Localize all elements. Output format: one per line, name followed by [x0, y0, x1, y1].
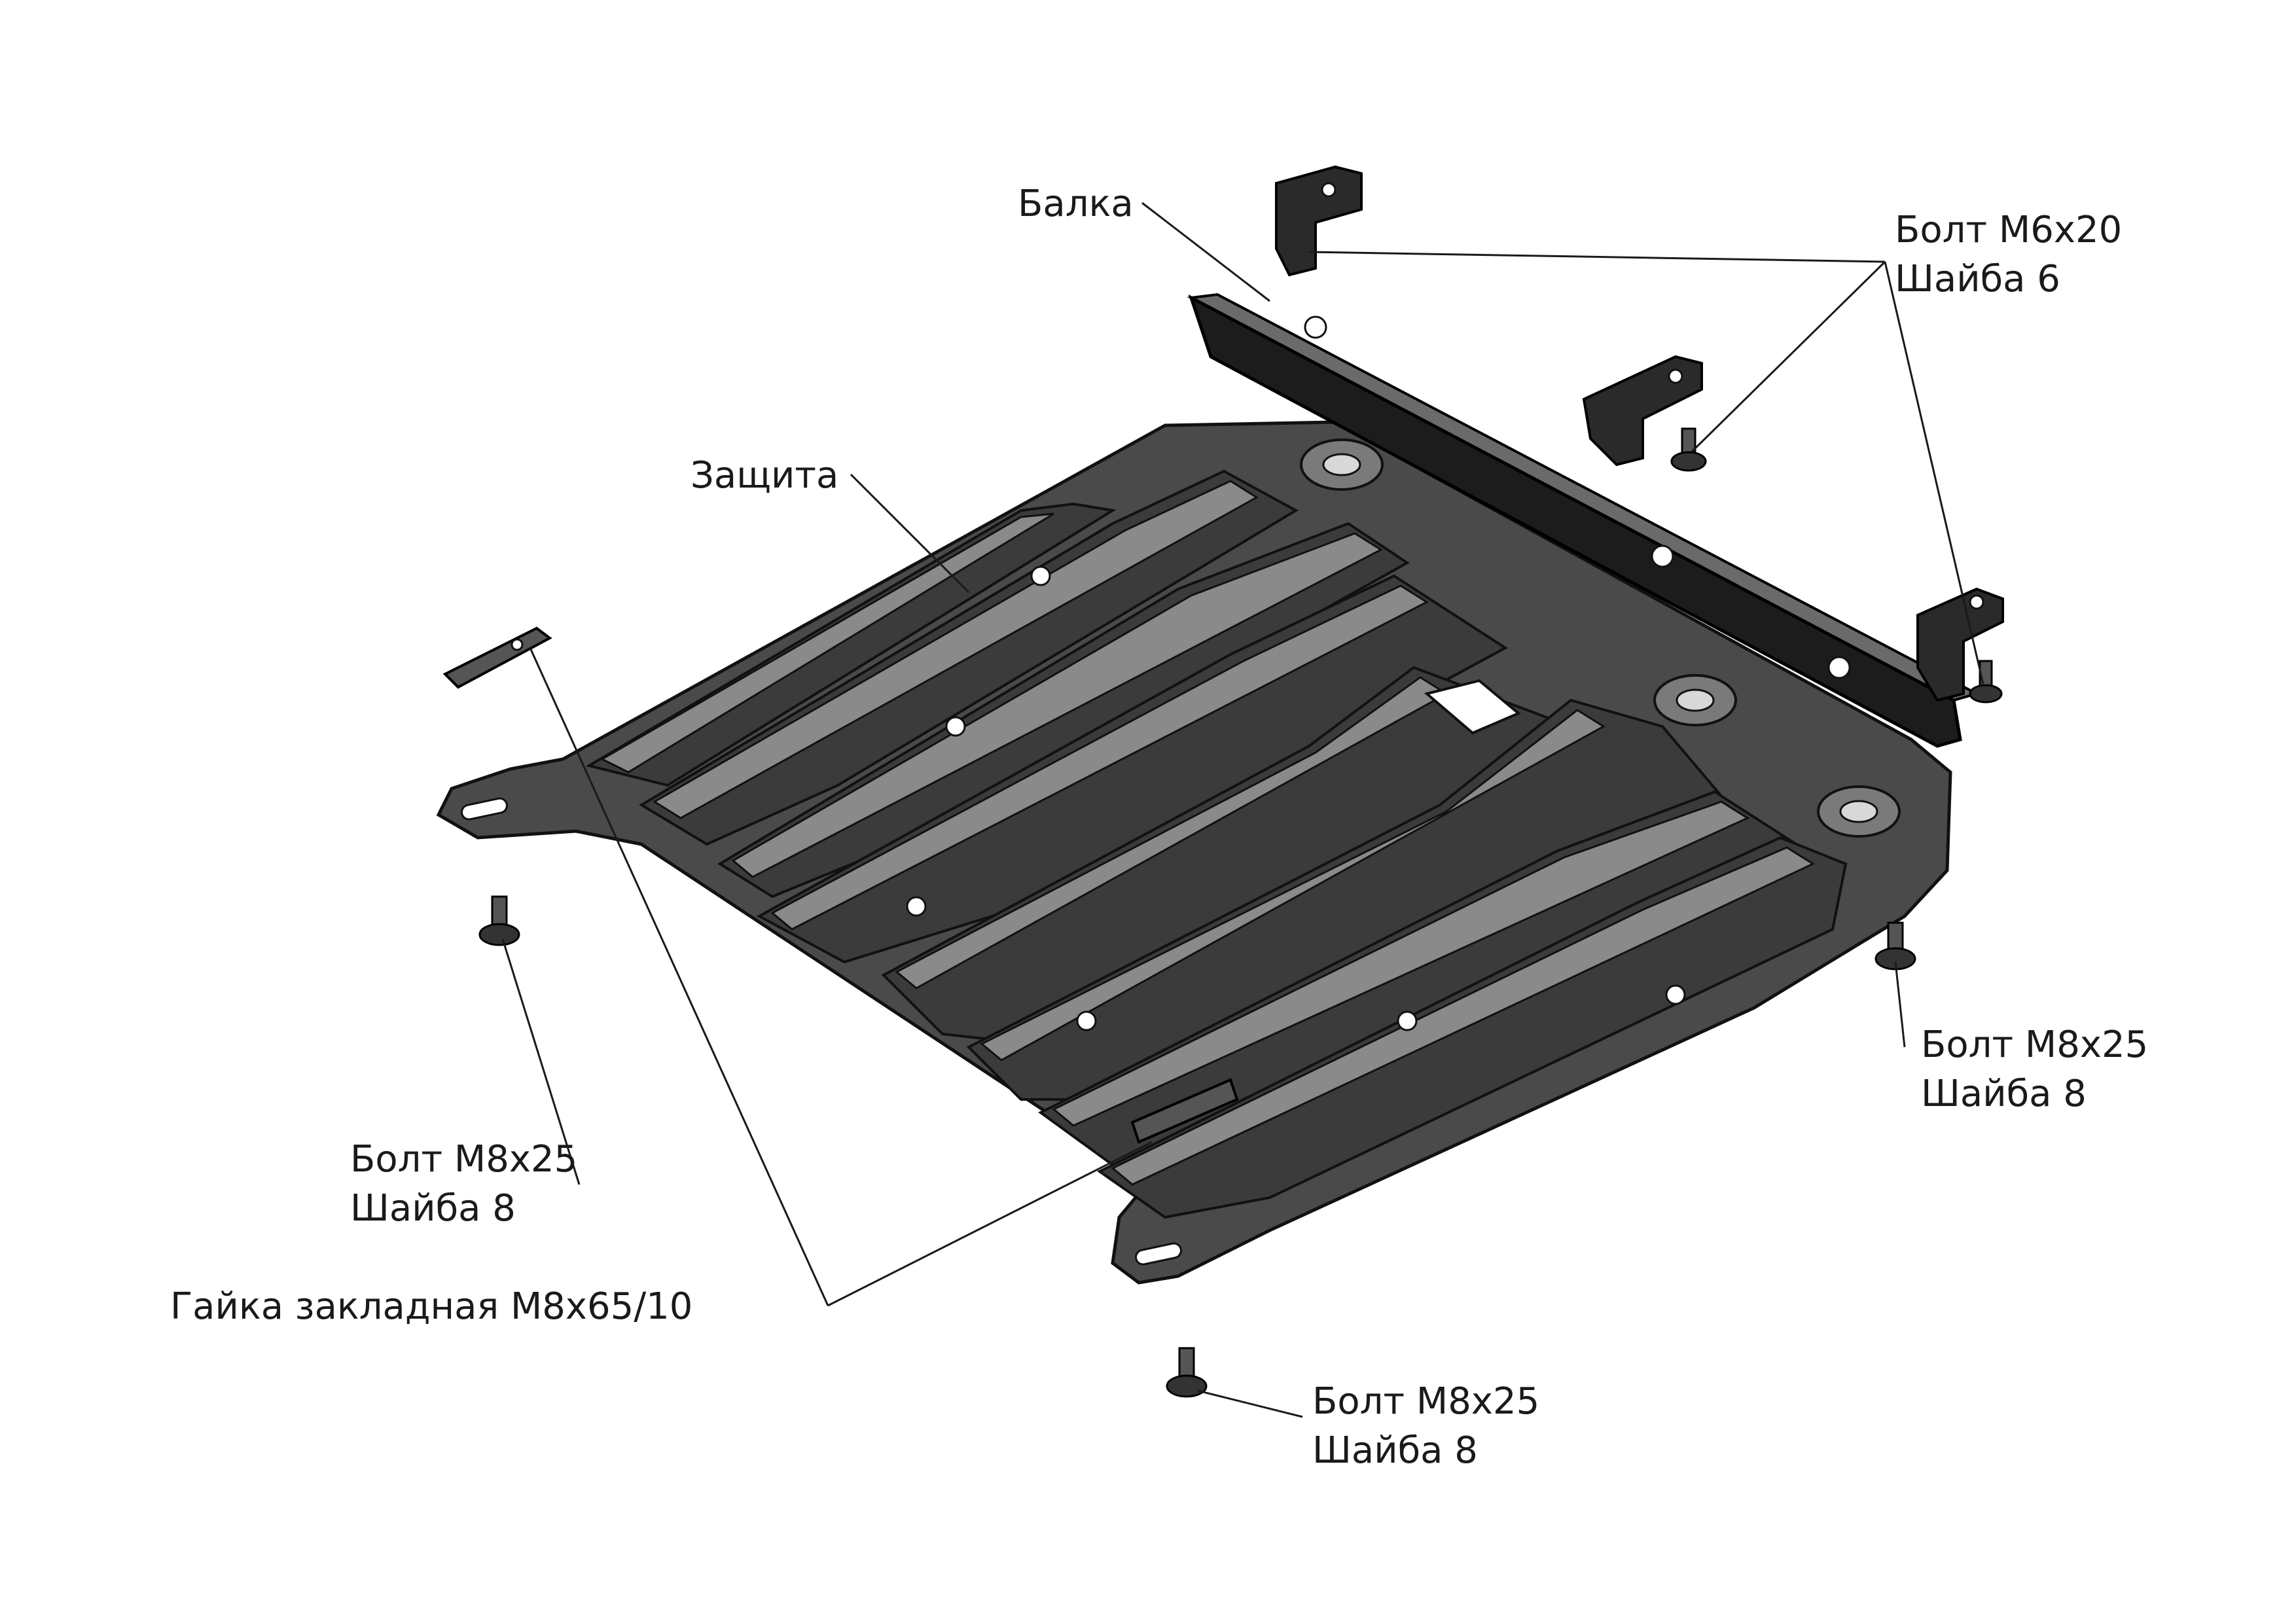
beam: [1187, 165, 2004, 748]
beam-bracket: [1916, 587, 2004, 702]
beam-bracket: [1275, 165, 1363, 277]
boss: [1300, 438, 1384, 491]
label-bolt-bottom: Болт М8х25 Шайба 8: [1312, 1380, 1539, 1472]
label-bolt-left-line2: Шайба 8: [350, 1187, 516, 1230]
bolt-m8-bottom: [1166, 1347, 1208, 1398]
boss: [1653, 674, 1737, 726]
leader-lines: [501, 202, 1984, 1418]
label-beam: Балка: [1018, 183, 1134, 225]
label-bolt-m6: Болт М6х20 Шайба 6: [1895, 209, 2122, 300]
skid-plate: [436, 420, 1952, 1285]
label-bolt-bottom-line2: Шайба 8: [1312, 1429, 1478, 1472]
bolt-m6-right: [1969, 660, 2003, 704]
beam-bracket: [1582, 355, 1703, 467]
bolt-m8-right: [1874, 921, 1916, 971]
label-bolt-right-line1: Болт М8х25: [1921, 1024, 2148, 1066]
label-bolt-left: Болт М8х25 Шайба 8: [350, 1138, 577, 1230]
boss: [1817, 785, 1901, 838]
label-bolt-right: Болт М8х25 Шайба 8: [1921, 1024, 2148, 1115]
label-bolt-m6-line2: Шайба 6: [1895, 258, 2060, 300]
label-shield: Защита: [691, 454, 838, 497]
bolt-m8-left: [478, 895, 520, 946]
label-bolt-bottom-line1: Болт М8х25: [1312, 1380, 1539, 1423]
label-bolt-right-line2: Шайба 8: [1921, 1073, 2087, 1115]
insert-nut-part: [442, 626, 552, 689]
label-insert-nut: Гайка закладная М8х65/10: [170, 1285, 692, 1328]
label-bolt-m6-line1: Болт М6х20: [1895, 209, 2122, 251]
label-bolt-left-line1: Болт М8х25: [350, 1138, 577, 1181]
bolt-m6-top: [1670, 427, 1707, 472]
